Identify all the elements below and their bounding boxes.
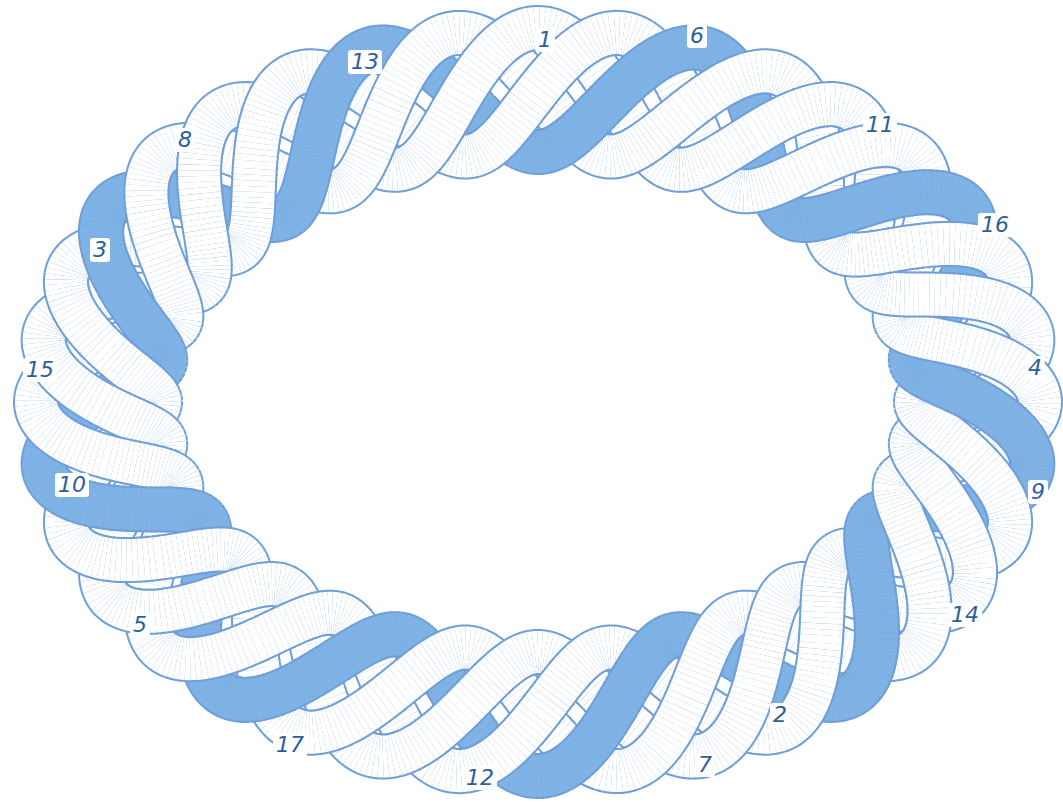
braided-wreath (0, 0, 1063, 806)
stage: 1316811163154109514217127 (0, 0, 1063, 806)
